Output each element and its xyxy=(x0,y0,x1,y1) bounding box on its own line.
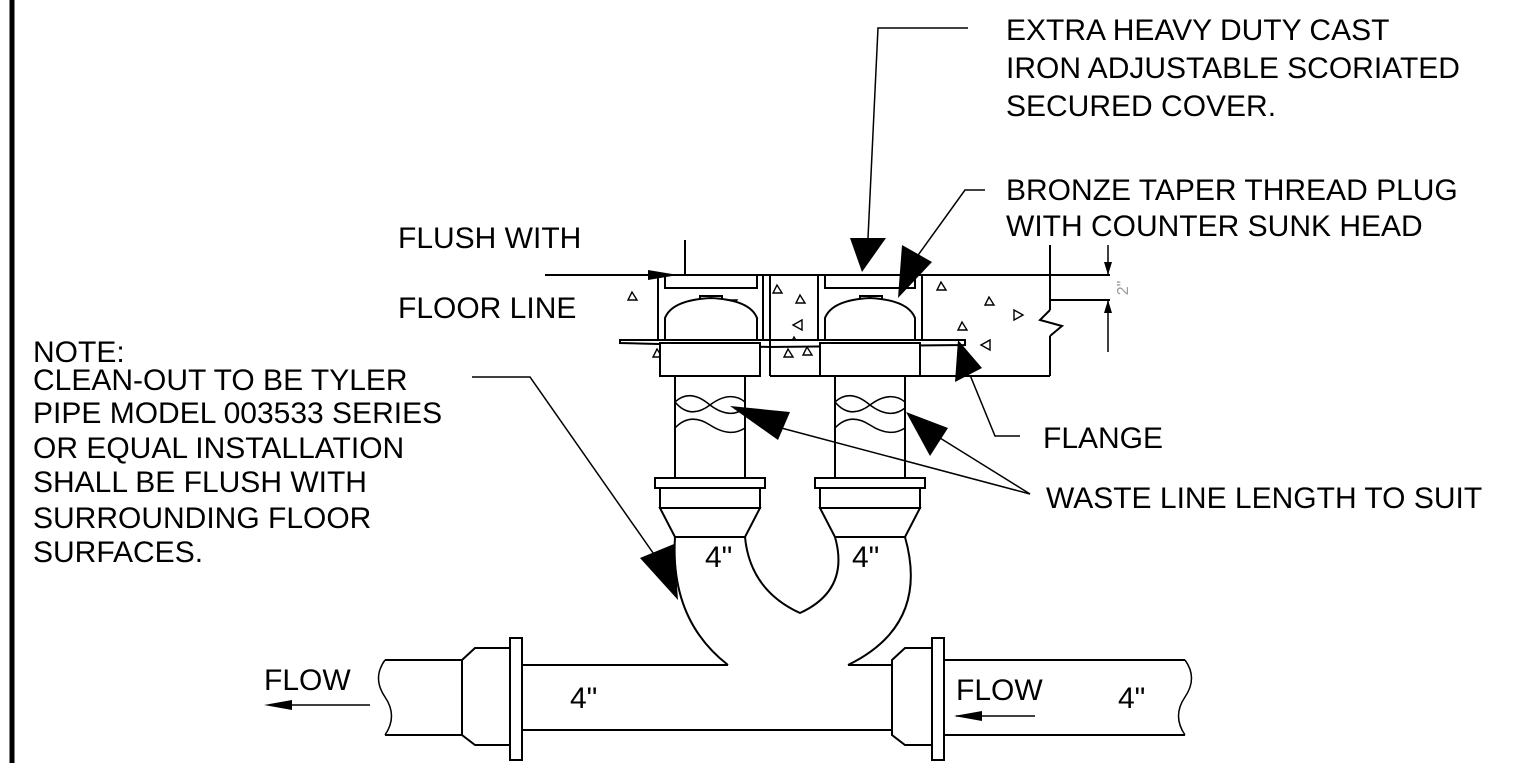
arrow-flush xyxy=(648,270,678,280)
size-main-right: 4" xyxy=(1118,682,1145,715)
size-right-branch: 4" xyxy=(852,541,879,574)
label-flow-left: FLOW xyxy=(264,664,351,697)
cleanout-left xyxy=(619,275,771,538)
label-floor-line: FLOOR LINE xyxy=(398,292,576,325)
note-line-6: SURFACES. xyxy=(33,536,203,569)
label-cover-line-3: SECURED COVER. xyxy=(1006,90,1276,123)
label-cover-line-1: EXTRA HEAVY DUTY CAST xyxy=(1006,14,1389,47)
arrow-flange xyxy=(955,340,982,382)
note-line-3: OR EQUAL INSTALLATION xyxy=(33,432,404,465)
leader-cover xyxy=(867,27,968,239)
dim-slab-label: 2" xyxy=(1115,281,1132,296)
cleanout-right xyxy=(769,275,966,538)
note-title: NOTE: xyxy=(33,336,125,369)
flow-arrow-right-head xyxy=(954,711,982,721)
leader-waste-1 xyxy=(769,424,1031,495)
arrow-plug xyxy=(898,245,932,298)
note-line-5: SURROUNDING FLOOR xyxy=(33,502,371,535)
label-cover-line-2: IRON ADJUSTABLE SCORIATED xyxy=(1006,52,1460,85)
main-pipe xyxy=(377,637,1193,761)
label-plug-line-1: BRONZE TAPER THREAD PLUG xyxy=(1006,174,1458,207)
flow-arrow-left-head xyxy=(264,700,292,710)
label-flow-right: FLOW xyxy=(956,674,1043,707)
size-left-branch: 4" xyxy=(705,541,732,574)
leader-plug xyxy=(915,189,985,259)
arrow-note xyxy=(640,544,678,600)
slab-dimension: 2" xyxy=(1104,245,1132,352)
arrow-waste-right xyxy=(906,412,948,456)
leader-flange xyxy=(969,374,1020,437)
note-line-1: CLEAN-OUT TO BE TYLER xyxy=(33,364,408,397)
size-main-left: 4" xyxy=(570,682,597,715)
label-flange: FLANGE xyxy=(1043,422,1163,455)
leader-note xyxy=(472,376,659,561)
label-waste-line: WASTE LINE LENGTH TO SUIT xyxy=(1046,482,1482,515)
label-plug-line-2: WITH COUNTER SUNK HEAD xyxy=(1006,210,1423,243)
note-line-4: SHALL BE FLUSH WITH xyxy=(33,466,367,499)
leader-waste-2 xyxy=(939,437,1031,495)
label-flush-with: FLUSH WITH xyxy=(398,222,581,255)
arrow-waste-left xyxy=(730,406,790,440)
note-line-2: PIPE MODEL 003533 SERIES xyxy=(33,397,442,430)
arrow-cover xyxy=(850,238,886,272)
